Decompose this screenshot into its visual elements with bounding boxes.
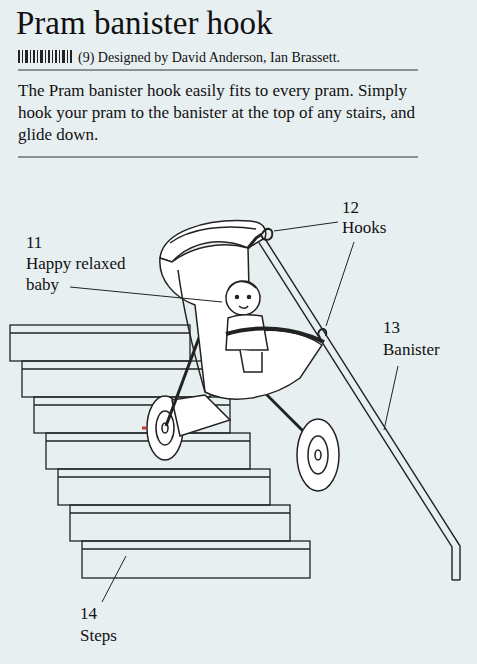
rule-line bbox=[18, 157, 418, 158]
barcode-bar bbox=[52, 50, 53, 63]
handle-bar bbox=[248, 234, 262, 248]
part-label: Happy relaxed baby bbox=[26, 253, 138, 295]
callout-number: 11 bbox=[26, 232, 42, 253]
baby-eye bbox=[236, 296, 239, 299]
stair-nosing bbox=[70, 512, 290, 513]
baby-hair bbox=[228, 281, 256, 290]
banister bbox=[256, 234, 460, 580]
barcode-bar bbox=[30, 50, 31, 63]
stair-nosing bbox=[58, 476, 270, 477]
stair-nosing bbox=[82, 548, 310, 549]
baby-eye bbox=[248, 296, 251, 299]
basket bbox=[172, 395, 230, 436]
title: Pram banister hook bbox=[16, 4, 273, 42]
part-label: Steps bbox=[80, 626, 117, 646]
bumper-bar bbox=[226, 328, 324, 342]
banister-rail bbox=[256, 238, 452, 580]
baby-mouth bbox=[239, 306, 248, 308]
stair-step bbox=[58, 469, 270, 505]
leader-line bbox=[102, 556, 126, 602]
barcode-bar bbox=[25, 50, 28, 63]
barcode-bar bbox=[67, 50, 68, 63]
banister-rail bbox=[262, 234, 460, 580]
barcode-bar bbox=[37, 50, 38, 63]
wheel-reflector bbox=[142, 427, 146, 430]
front-wheel bbox=[297, 419, 339, 491]
stair-nosing bbox=[10, 332, 190, 333]
stair-step bbox=[70, 505, 290, 541]
designer-note: (9) Designed by David Anderson, Ian Bras… bbox=[78, 49, 340, 67]
barcode-bar bbox=[55, 50, 57, 63]
stair-nosing bbox=[22, 368, 210, 369]
leader-line bbox=[384, 366, 398, 430]
stair-step bbox=[22, 361, 210, 397]
stair-step bbox=[82, 541, 310, 578]
barcode-bar bbox=[22, 50, 23, 63]
hooks bbox=[262, 229, 326, 342]
baby-legs bbox=[240, 350, 262, 372]
barcode-bar bbox=[62, 50, 65, 63]
callout-number: 13 bbox=[383, 318, 400, 338]
part-label: Banister bbox=[383, 340, 440, 360]
rear-leg bbox=[166, 335, 200, 426]
hook bbox=[262, 229, 272, 240]
barcode-bar bbox=[48, 50, 50, 63]
barcode-bar bbox=[70, 50, 72, 63]
rule-line bbox=[18, 70, 418, 71]
pram bbox=[142, 221, 339, 491]
seat-body bbox=[160, 245, 322, 399]
wheel-axle bbox=[315, 450, 321, 460]
barcode-bar bbox=[59, 50, 60, 63]
leader-line bbox=[274, 222, 338, 231]
callout-number: 12 bbox=[342, 198, 359, 218]
description: The Pram banister hook easily fits to ev… bbox=[18, 80, 428, 146]
barcode bbox=[18, 50, 72, 63]
hook bbox=[318, 329, 326, 342]
seat-seam bbox=[178, 270, 205, 392]
banister-end bbox=[452, 579, 460, 580]
wheel-hub bbox=[308, 436, 328, 474]
stair-step bbox=[10, 325, 190, 361]
barcode-bar bbox=[18, 50, 20, 63]
baby-head bbox=[226, 281, 260, 315]
part-label: Hooks bbox=[342, 218, 386, 238]
leader-line bbox=[326, 242, 354, 326]
barcode-bar bbox=[45, 50, 46, 63]
leader-line bbox=[70, 287, 222, 302]
canopy-seam bbox=[170, 227, 256, 243]
callout-number: 14 bbox=[80, 604, 97, 624]
leader-lines bbox=[70, 222, 398, 602]
barcode-bar bbox=[33, 50, 35, 63]
barcode-bar bbox=[40, 50, 43, 63]
